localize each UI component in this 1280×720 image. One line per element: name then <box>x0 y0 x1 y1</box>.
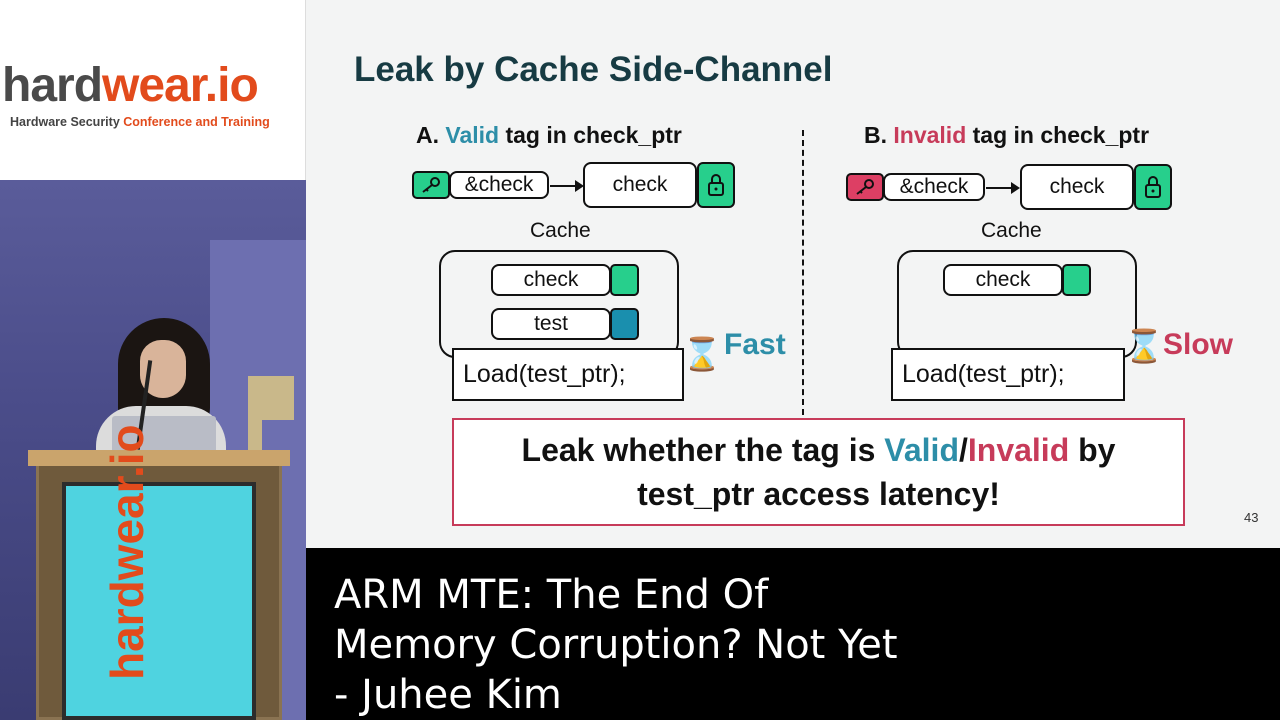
caption-line-3: - Juhee Kim <box>334 672 562 718</box>
slide-page-number: 43 <box>1244 510 1259 525</box>
load-box-b: Load(test_ptr); <box>891 348 1125 401</box>
cache-tag-teal <box>610 308 639 340</box>
podium-screen <box>62 482 256 720</box>
key-tag-red <box>846 173 884 201</box>
section-a-suffix: tag in check_ptr <box>499 122 682 148</box>
cache-line-test: test <box>491 308 611 340</box>
conclusion-prefix: Leak whether the tag is <box>521 432 885 468</box>
conclusion-slash: / <box>958 432 968 468</box>
lock-tag-green <box>697 162 735 208</box>
lock-tag-green-b <box>1134 164 1172 210</box>
section-divider <box>802 130 804 415</box>
key-icon <box>856 179 874 195</box>
cache-line-check-b: check <box>943 264 1063 296</box>
lock-icon <box>708 174 724 196</box>
load-box-a: Load(test_ptr); <box>452 348 684 401</box>
section-a-prefix: A. <box>416 122 446 148</box>
key-tag-green <box>412 171 450 199</box>
cache-tag-green-b <box>1062 264 1091 296</box>
caption-text: ARM MTE: The End Of Memory Corruption? N… <box>334 570 898 720</box>
slide-title: Leak by Cache Side-Channel <box>354 50 833 89</box>
fast-label: Fast <box>724 328 786 361</box>
conclusion-line-1: Leak whether the tag is Valid/Invalid by <box>522 428 1116 472</box>
cache-line-check-a: check <box>491 264 611 296</box>
hourglass-icon: ⌛ <box>682 336 722 372</box>
section-a-highlight: Valid <box>445 122 500 148</box>
conclusion-line-2: test_ptr access latency! <box>637 476 1000 512</box>
conclusion-box: Leak whether the tag is Valid/Invalid by… <box>452 418 1185 526</box>
brand-tagline: Hardware Security Conference and Trainin… <box>10 115 270 129</box>
conference-branding: hardwear.io Hardware Security Conference… <box>0 0 306 180</box>
caption-line-2: Memory Corruption? Not Yet <box>334 622 898 668</box>
target-box-b: check <box>1020 164 1134 210</box>
caption-line-1: ARM MTE: The End Of <box>334 572 769 618</box>
conclusion-invalid: Invalid <box>967 432 1070 468</box>
conclusion-valid: Valid <box>884 432 959 468</box>
cache-label-a: Cache <box>530 219 591 242</box>
section-b-suffix: tag in check_ptr <box>966 122 1150 148</box>
podium-top <box>28 450 290 466</box>
hourglass-icon: ⌛ <box>1124 328 1164 364</box>
section-b-highlight: Invalid <box>893 122 967 148</box>
lock-icon <box>1145 176 1161 198</box>
arrow-a <box>550 180 584 192</box>
presentation-slide: Leak by Cache Side-Channel A. Valid tag … <box>306 0 1280 548</box>
conclusion-suffix: by <box>1069 432 1116 468</box>
talk-caption: ARM MTE: The End Of Memory Corruption? N… <box>306 548 1280 720</box>
section-a-heading: A. Valid tag in check_ptr <box>416 122 682 149</box>
pointer-box-a: &check <box>449 171 549 199</box>
pointer-box-b: &check <box>883 173 985 201</box>
cache-tag-green-a <box>610 264 639 296</box>
slow-label: Slow <box>1163 328 1234 361</box>
podium-logo-text: hardwear.io <box>101 424 153 680</box>
key-icon <box>422 177 440 193</box>
cache-label-b: Cache <box>981 219 1042 242</box>
speaker-video: hardwear.io <box>0 180 306 720</box>
section-b-heading: B. Invalid tag in check_ptr <box>864 122 1149 149</box>
hardwear-logo: hardwear.io <box>2 59 259 112</box>
section-b-prefix: B. <box>864 122 894 148</box>
target-box-a: check <box>583 162 697 208</box>
arrow-b <box>986 182 1020 194</box>
